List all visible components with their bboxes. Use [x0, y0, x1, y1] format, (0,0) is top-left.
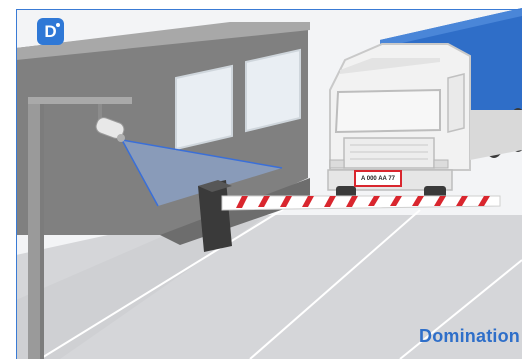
logo-badge: D	[37, 18, 64, 45]
logo-letter: D	[44, 22, 56, 41]
guard-booth	[16, 22, 310, 245]
brand-watermark: Domination	[419, 326, 520, 347]
license-plate-text: A 000 AA 77	[357, 173, 399, 186]
logo-dot-icon	[56, 23, 60, 27]
